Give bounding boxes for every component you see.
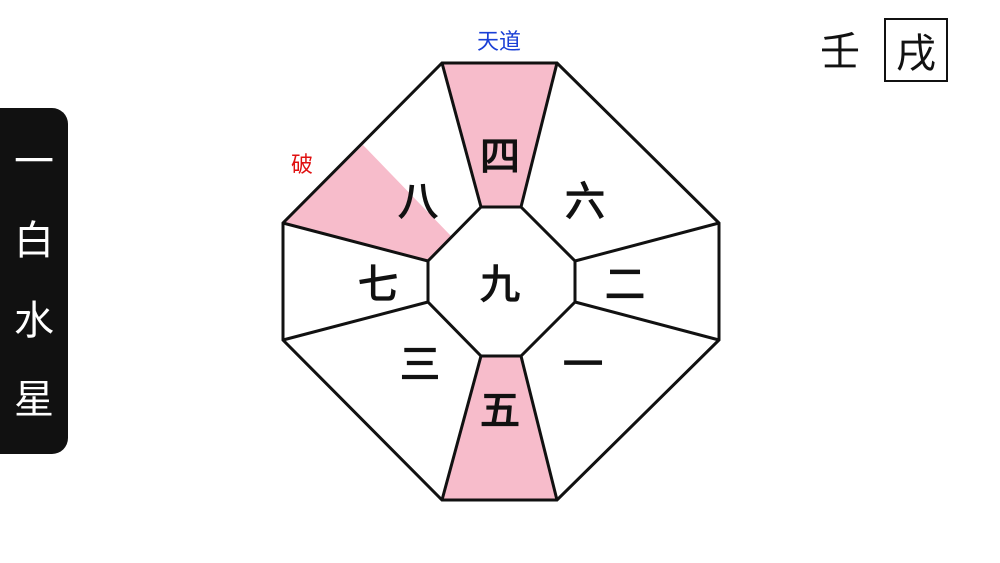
nine-star-label: 一 白 水 星 — [0, 108, 68, 454]
sector-se-number: 一 — [563, 342, 603, 388]
sector-w-number: 七 — [358, 262, 398, 308]
sector-e-number: 二 — [605, 262, 645, 308]
earthly-branch: 戌 — [896, 31, 936, 77]
sector-n-highlight — [442, 63, 557, 207]
heavenly-stem: 壬 — [820, 29, 860, 75]
center-number: 九 — [480, 262, 520, 308]
star-char-1: 一 — [14, 138, 54, 185]
sector-dividers — [282, 62, 720, 501]
tendo-label: 天道 — [477, 30, 521, 55]
star-char-4: 星 — [14, 377, 54, 424]
sector-ne-number: 六 — [565, 179, 605, 225]
star-char-3: 水 — [14, 297, 54, 344]
sector-nw-number: 八 — [398, 179, 439, 225]
star-char-2: 白 — [14, 218, 54, 265]
sector-s-highlight — [442, 356, 557, 500]
sector-n-number: 四 — [480, 134, 520, 180]
sector-nw-partial-highlight — [283, 145, 451, 261]
ha-label: 破 — [291, 153, 313, 178]
earthly-branch-box: 戌 — [884, 18, 948, 82]
sector-s-number: 五 — [480, 388, 520, 434]
sector-sw-number: 三 — [400, 342, 440, 388]
